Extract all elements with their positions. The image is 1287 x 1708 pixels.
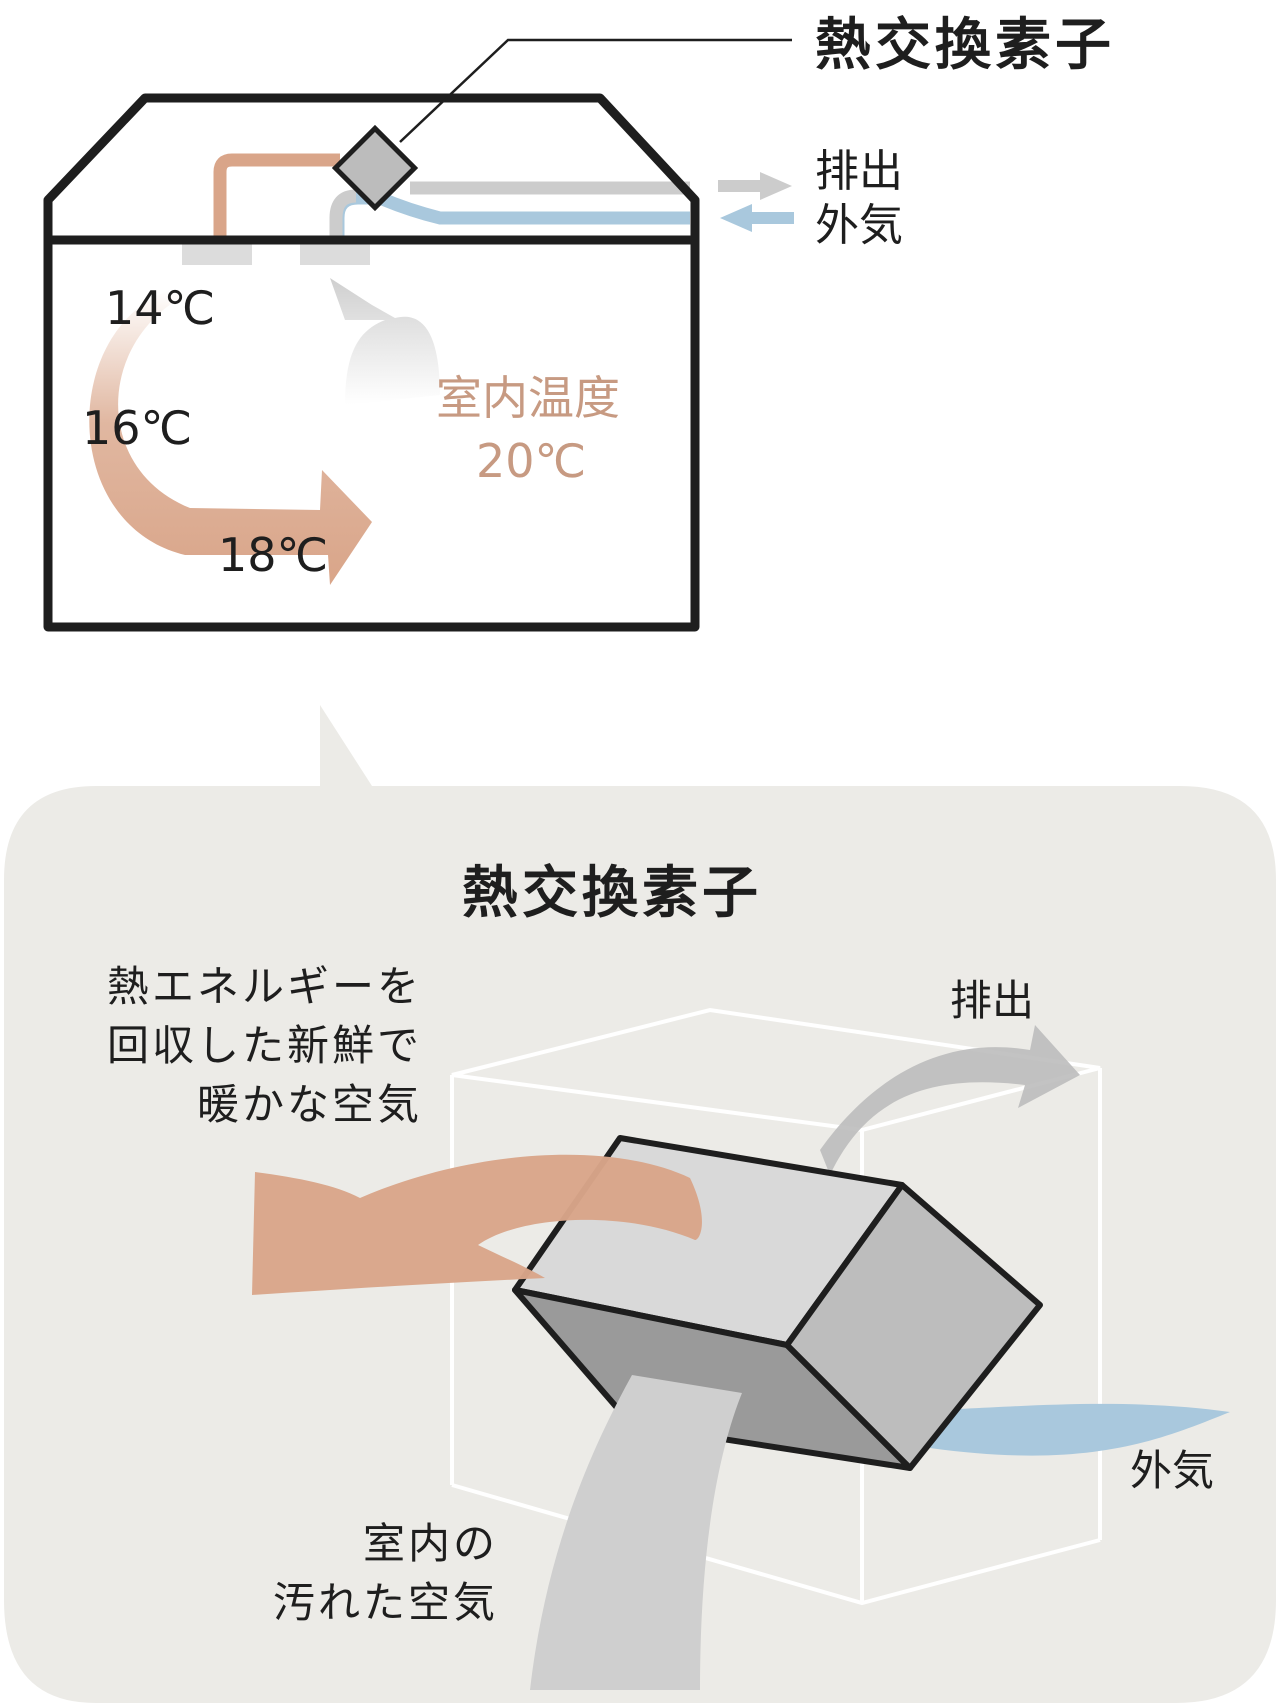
exhaust-duct [329, 181, 690, 238]
return-airflow-arrow [330, 278, 440, 405]
outside-air-stream [920, 1403, 1230, 1456]
heat-exchanger-element [331, 124, 419, 212]
outside-air-duct [331, 191, 690, 238]
outside-air-label: 外気 [815, 200, 903, 251]
temp-14: 14℃ [105, 281, 216, 335]
element-label: 熱交換素子 [815, 13, 1115, 78]
room-temp-title: 室内温度 [436, 371, 620, 425]
panel-outside-air-label: 外気 [1130, 1446, 1215, 1495]
warm-supply-duct [213, 153, 340, 238]
house-diagram [43, 38, 794, 632]
detail-panel [4, 705, 1276, 1703]
exhaust-label: 排出 [815, 146, 903, 197]
panel-exhaust-label: 排出 [950, 976, 1035, 1025]
indoor-text-line-2: 汚れた空気 [272, 1577, 498, 1627]
exhaust-vent [300, 243, 370, 265]
supply-text-line-3: 暖かな空気 [196, 1079, 422, 1129]
exhaust-air-arrow [820, 1025, 1080, 1175]
supply-text-line-1: 熱エネルギーを [106, 962, 422, 1011]
indoor-text: 室内の 汚れた空気 [220, 1515, 498, 1633]
fresh-air-arrow [252, 1154, 702, 1295]
indoor-air-stream [530, 1375, 742, 1690]
supply-vent [182, 243, 252, 265]
supply-text-line-2: 回収した新鮮で [106, 1020, 422, 1070]
panel-title: 熱交換素子 [462, 861, 762, 926]
supply-text: 熱エネルギーを 回収した新鮮で 暖かな空気 [60, 958, 422, 1134]
room-temp-value: 20℃ [476, 434, 587, 488]
temp-18: 18℃ [218, 528, 329, 582]
temp-16: 16℃ [82, 401, 193, 455]
outside-air-arrow [720, 204, 794, 232]
element-leader-line [399, 38, 792, 143]
indoor-text-line-1: 室内の [362, 1519, 498, 1568]
house-outline [43, 93, 700, 632]
warm-airflow-arrow [89, 290, 372, 585]
exhaust-arrow [718, 172, 792, 200]
